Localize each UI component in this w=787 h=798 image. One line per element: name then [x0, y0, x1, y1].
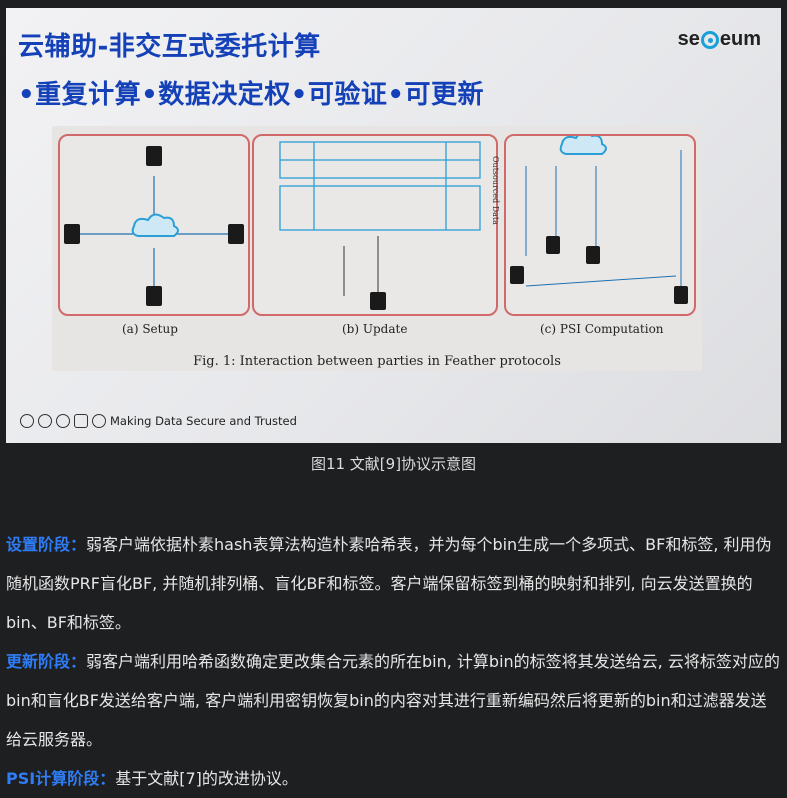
setup-diagram — [64, 146, 244, 306]
footer-slogan: Making Data Secure and Trusted — [110, 414, 297, 428]
lock-icon — [74, 414, 88, 428]
gear-icon — [56, 414, 70, 428]
user-icon — [546, 236, 560, 254]
protocol-figure: Outsourced Data (a — [52, 126, 702, 371]
panel-setup — [58, 134, 250, 316]
slide-footer: Making Data Secure and Trusted — [20, 414, 297, 428]
slide-title-line1: 云辅助-非交互式委托计算 — [18, 32, 321, 62]
paragraph-label: 更新阶段： — [6, 652, 87, 671]
logo-text-left: se — [677, 28, 700, 50]
user-icon — [146, 146, 162, 166]
paragraph-psi: PSI计算阶段：基于文献[7]的改进协议。 — [6, 759, 782, 798]
panel-a-label: (a) Setup — [122, 322, 178, 336]
update-diagram — [279, 141, 481, 310]
user-icon — [146, 286, 162, 306]
network-icon — [38, 414, 52, 428]
figure-caption: Fig. 1: Interaction between parties in F… — [193, 354, 561, 369]
user-icon — [64, 224, 80, 244]
slide-image: 云辅助-非交互式委托计算 •重复计算•数据决定权•可验证•可更新 se eum — [6, 8, 781, 443]
cloud-icon — [131, 213, 179, 237]
paragraph-text: 弱客户端利用哈希函数确定更改集合元素的所在bin, 计算bin的标签将其发送给云… — [6, 652, 780, 749]
psi-diagram — [510, 131, 688, 304]
image-caption: 图11 文献[9]协议示意图 — [310, 455, 477, 473]
paragraph-label: 设置阶段： — [6, 535, 87, 554]
user-icon — [228, 224, 244, 244]
shield-check-icon — [92, 414, 106, 428]
paragraph-label: PSI计算阶段： — [6, 769, 116, 788]
panel-update: Outsourced Data — [252, 134, 500, 316]
cloud-icon — [559, 131, 607, 155]
body-text: 设置阶段：弱客户端依据朴素hash表算法构造朴素哈希表，并为每个bin生成一个多… — [6, 525, 782, 798]
user-icon — [586, 246, 600, 264]
secteum-logo: se eum — [678, 28, 761, 51]
panel-c-label: (c) PSI Computation — [540, 322, 664, 336]
logo-mark-icon — [700, 30, 719, 49]
slide-title-line2: •重复计算•数据决定权•可验证•可更新 — [18, 80, 484, 110]
logo-text-right: eum — [719, 28, 761, 50]
paragraph-text: 基于文献[7]的改进协议。 — [115, 769, 298, 788]
paragraph-text: 弱客户端依据朴素hash表算法构造朴素哈希表，并为每个bin生成一个多项式、BF… — [6, 535, 772, 632]
outsourced-data-label: Outsourced Data — [491, 156, 500, 225]
ai-icon — [20, 414, 34, 428]
user-icon — [370, 292, 386, 310]
panel-b-label: (b) Update — [342, 322, 408, 336]
paragraph-update: 更新阶段：弱客户端利用哈希函数确定更改集合元素的所在bin, 计算bin的标签将… — [6, 642, 782, 759]
user-icon — [510, 266, 524, 284]
user-icon — [674, 286, 688, 304]
paragraph-setup: 设置阶段：弱客户端依据朴素hash表算法构造朴素哈希表，并为每个bin生成一个多… — [6, 525, 782, 642]
panel-psi — [504, 131, 696, 316]
